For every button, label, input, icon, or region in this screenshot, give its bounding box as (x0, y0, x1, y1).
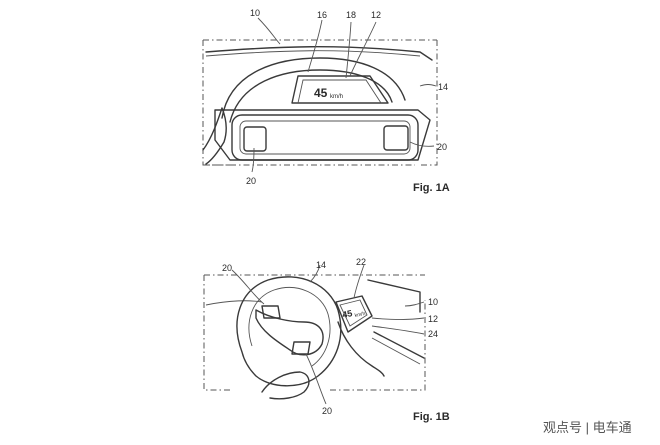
fig1b-speed-value: 45 (341, 308, 353, 320)
fig1a-wheel-panel (231, 114, 419, 161)
fig1a-driver-hand (202, 107, 227, 165)
fig1a-speed-value: 45 (314, 86, 328, 100)
fig1b-ref-22: 22 (356, 257, 366, 267)
fig1a-ref-16: 16 (317, 10, 327, 20)
fig1b-ref-20-top: 20 (222, 263, 232, 273)
fig1b-display-arm (337, 321, 385, 377)
fig1b-ref-10: 10 (428, 297, 438, 307)
fig1b-driver-hand (261, 371, 310, 400)
fig1a-ref-12: 12 (371, 10, 381, 20)
figure-1b: 45 km/h 20 14 22 10 12 24 20 Fig. 1B (203, 257, 450, 423)
watermark: 观点号 | 电车通 (543, 420, 632, 435)
fig1b-wheel-hub (255, 309, 324, 356)
fig1b-control-button-upper (261, 305, 281, 319)
fig1b-steering-wheel-rim (236, 276, 342, 387)
fig1a-control-button-right (383, 125, 409, 151)
fig1a-control-button-left (243, 126, 267, 152)
fig1b-display-unit (335, 295, 373, 333)
figure-1a: 45 km/h 10 16 18 12 14 20 20 Fig. 1A (202, 8, 450, 194)
fig1a-dashboard (214, 109, 431, 161)
fig1a-ref-18: 18 (346, 10, 356, 20)
fig1a-ref-10: 10 (250, 8, 260, 18)
fig1a-frame (202, 39, 438, 166)
fig1b-control-button-lower (291, 341, 311, 355)
fig1b-frame (203, 274, 426, 391)
fig1b-speed-unit: km/h (354, 311, 366, 319)
fig1a-speed-unit: km/h (330, 94, 343, 100)
fig1a-steering-wheel-rim (221, 57, 406, 123)
fig1a-ref-14: 14 (438, 82, 448, 92)
fig1a-caption: Fig. 1A (413, 182, 450, 194)
fig1b-ref-24: 24 (428, 329, 438, 339)
fig1b-ref-14: 14 (316, 260, 326, 270)
fig1a-display-housing (291, 75, 389, 104)
fig1b-ref-20-bottom: 20 (322, 406, 332, 416)
fig1b-ref-12: 12 (428, 314, 438, 324)
fig1a-windshield-line (205, 46, 433, 61)
fig1a-ref-20-right: 20 (437, 142, 447, 152)
fig1a-ref-20-bottom: 20 (246, 176, 256, 186)
fig1b-caption: Fig. 1B (413, 411, 450, 423)
